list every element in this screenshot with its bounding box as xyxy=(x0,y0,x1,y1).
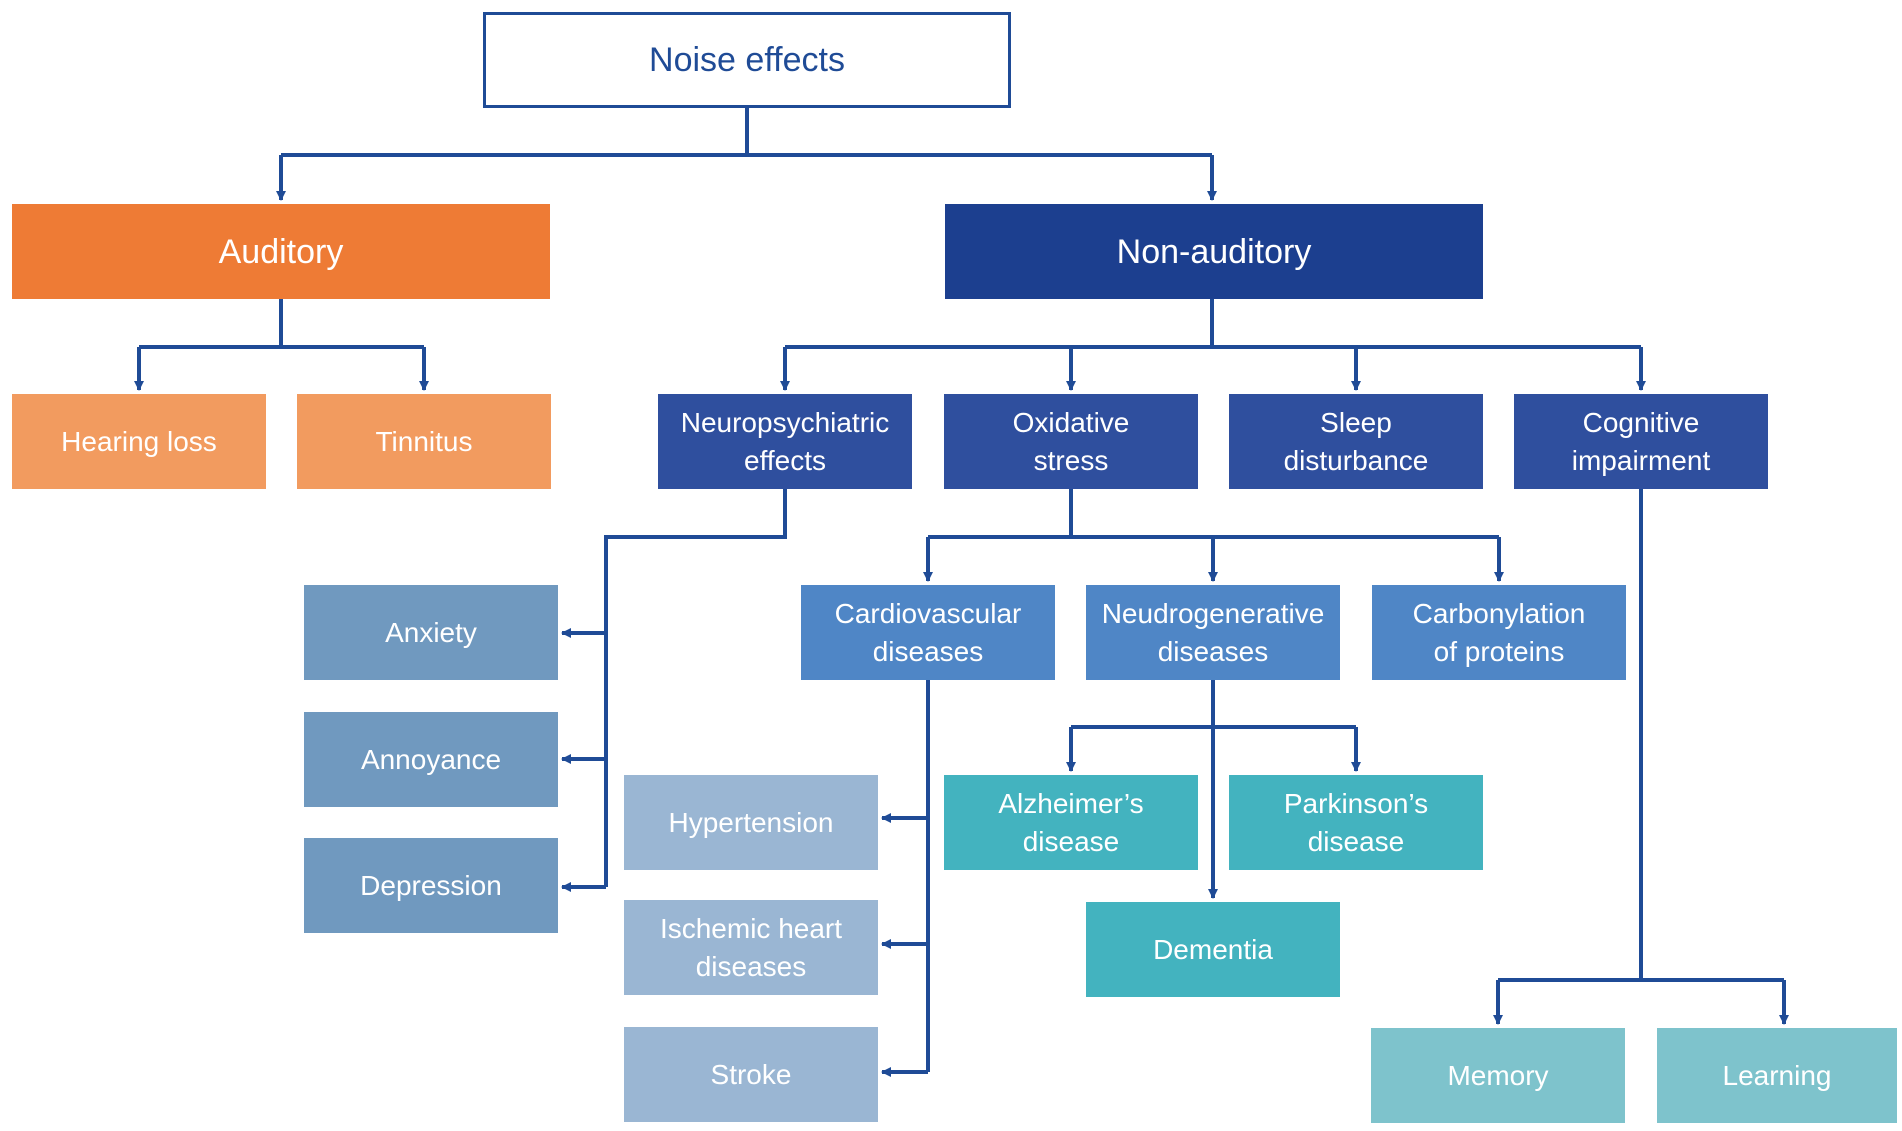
node-label: Alzheimer’s disease xyxy=(998,787,1144,857)
node-label: Cardiovascular diseases xyxy=(834,597,1022,667)
node-parkinsons-disease: Parkinson’s disease xyxy=(1229,775,1483,870)
node-stroke: Stroke xyxy=(624,1027,878,1122)
node-noise-effects: Noise effects xyxy=(483,12,1011,108)
node-non-auditory: Non-auditory xyxy=(945,204,1483,299)
node-label: Tinnitus xyxy=(375,425,473,457)
node-depression: Depression xyxy=(304,838,558,933)
node-label: Depression xyxy=(360,869,502,901)
node-ischemic-heart-diseases: Ischemic heart diseases xyxy=(624,900,878,995)
node-cardiovascular-diseases: Cardiovascular diseases xyxy=(801,585,1055,680)
node-neuropsychiatric-effects: Neuropsychiatric effects xyxy=(658,394,912,489)
node-label: Neudrogenerative diseases xyxy=(1101,597,1325,667)
node-label: Oxidative stress xyxy=(1012,406,1130,476)
node-alzheimers-disease: Alzheimer’s disease xyxy=(944,775,1198,870)
node-carbonylation-of-proteins: Carbonylation of proteins xyxy=(1372,585,1626,680)
node-label: Stroke xyxy=(710,1058,792,1090)
node-memory: Memory xyxy=(1371,1028,1625,1123)
node-label: Anxiety xyxy=(385,616,477,648)
node-annoyance: Annoyance xyxy=(304,712,558,807)
connector-root-to-branches xyxy=(281,108,1212,157)
connector-cognitive-trunk xyxy=(1498,489,1784,982)
node-label: Hypertension xyxy=(668,806,834,838)
node-sleep-disturbance: Sleep disturbance xyxy=(1229,394,1483,489)
node-label: Non-auditory xyxy=(1116,232,1312,271)
connector-auditory-trunk xyxy=(139,299,424,349)
node-label: Dementia xyxy=(1153,933,1273,965)
connector-non-auditory-trunk xyxy=(785,299,1641,349)
node-neurodegenerative-diseases: Neudrogenerative diseases xyxy=(1086,585,1340,680)
node-label: Neuropsychiatric effects xyxy=(680,406,890,476)
connector-neuro-trunk xyxy=(604,489,787,887)
node-cognitive-impairment: Cognitive impairment xyxy=(1514,394,1768,489)
node-learning: Learning xyxy=(1657,1028,1897,1123)
connector-neurodeg-trunk xyxy=(1071,680,1356,729)
node-anxiety: Anxiety xyxy=(304,585,558,680)
node-label: Learning xyxy=(1722,1059,1832,1091)
node-label: Memory xyxy=(1447,1059,1549,1091)
node-hypertension: Hypertension xyxy=(624,775,878,870)
node-tinnitus: Tinnitus xyxy=(297,394,551,489)
node-label: Annoyance xyxy=(360,743,502,775)
node-label: Parkinson’s disease xyxy=(1283,787,1429,857)
node-hearing-loss: Hearing loss xyxy=(12,394,266,489)
node-label: Ischemic heart diseases xyxy=(659,912,843,982)
node-label: Hearing loss xyxy=(61,425,217,457)
node-label: Sleep disturbance xyxy=(1283,406,1429,476)
node-dementia: Dementia xyxy=(1086,902,1340,997)
node-label: Noise effects xyxy=(649,41,845,79)
node-label: Carbonylation of proteins xyxy=(1412,597,1586,667)
node-auditory: Auditory xyxy=(12,204,550,299)
connector-oxidative-trunk xyxy=(928,489,1499,539)
node-label: Auditory xyxy=(218,232,344,271)
node-label: Cognitive impairment xyxy=(1571,406,1711,476)
node-oxidative-stress: Oxidative stress xyxy=(944,394,1198,489)
